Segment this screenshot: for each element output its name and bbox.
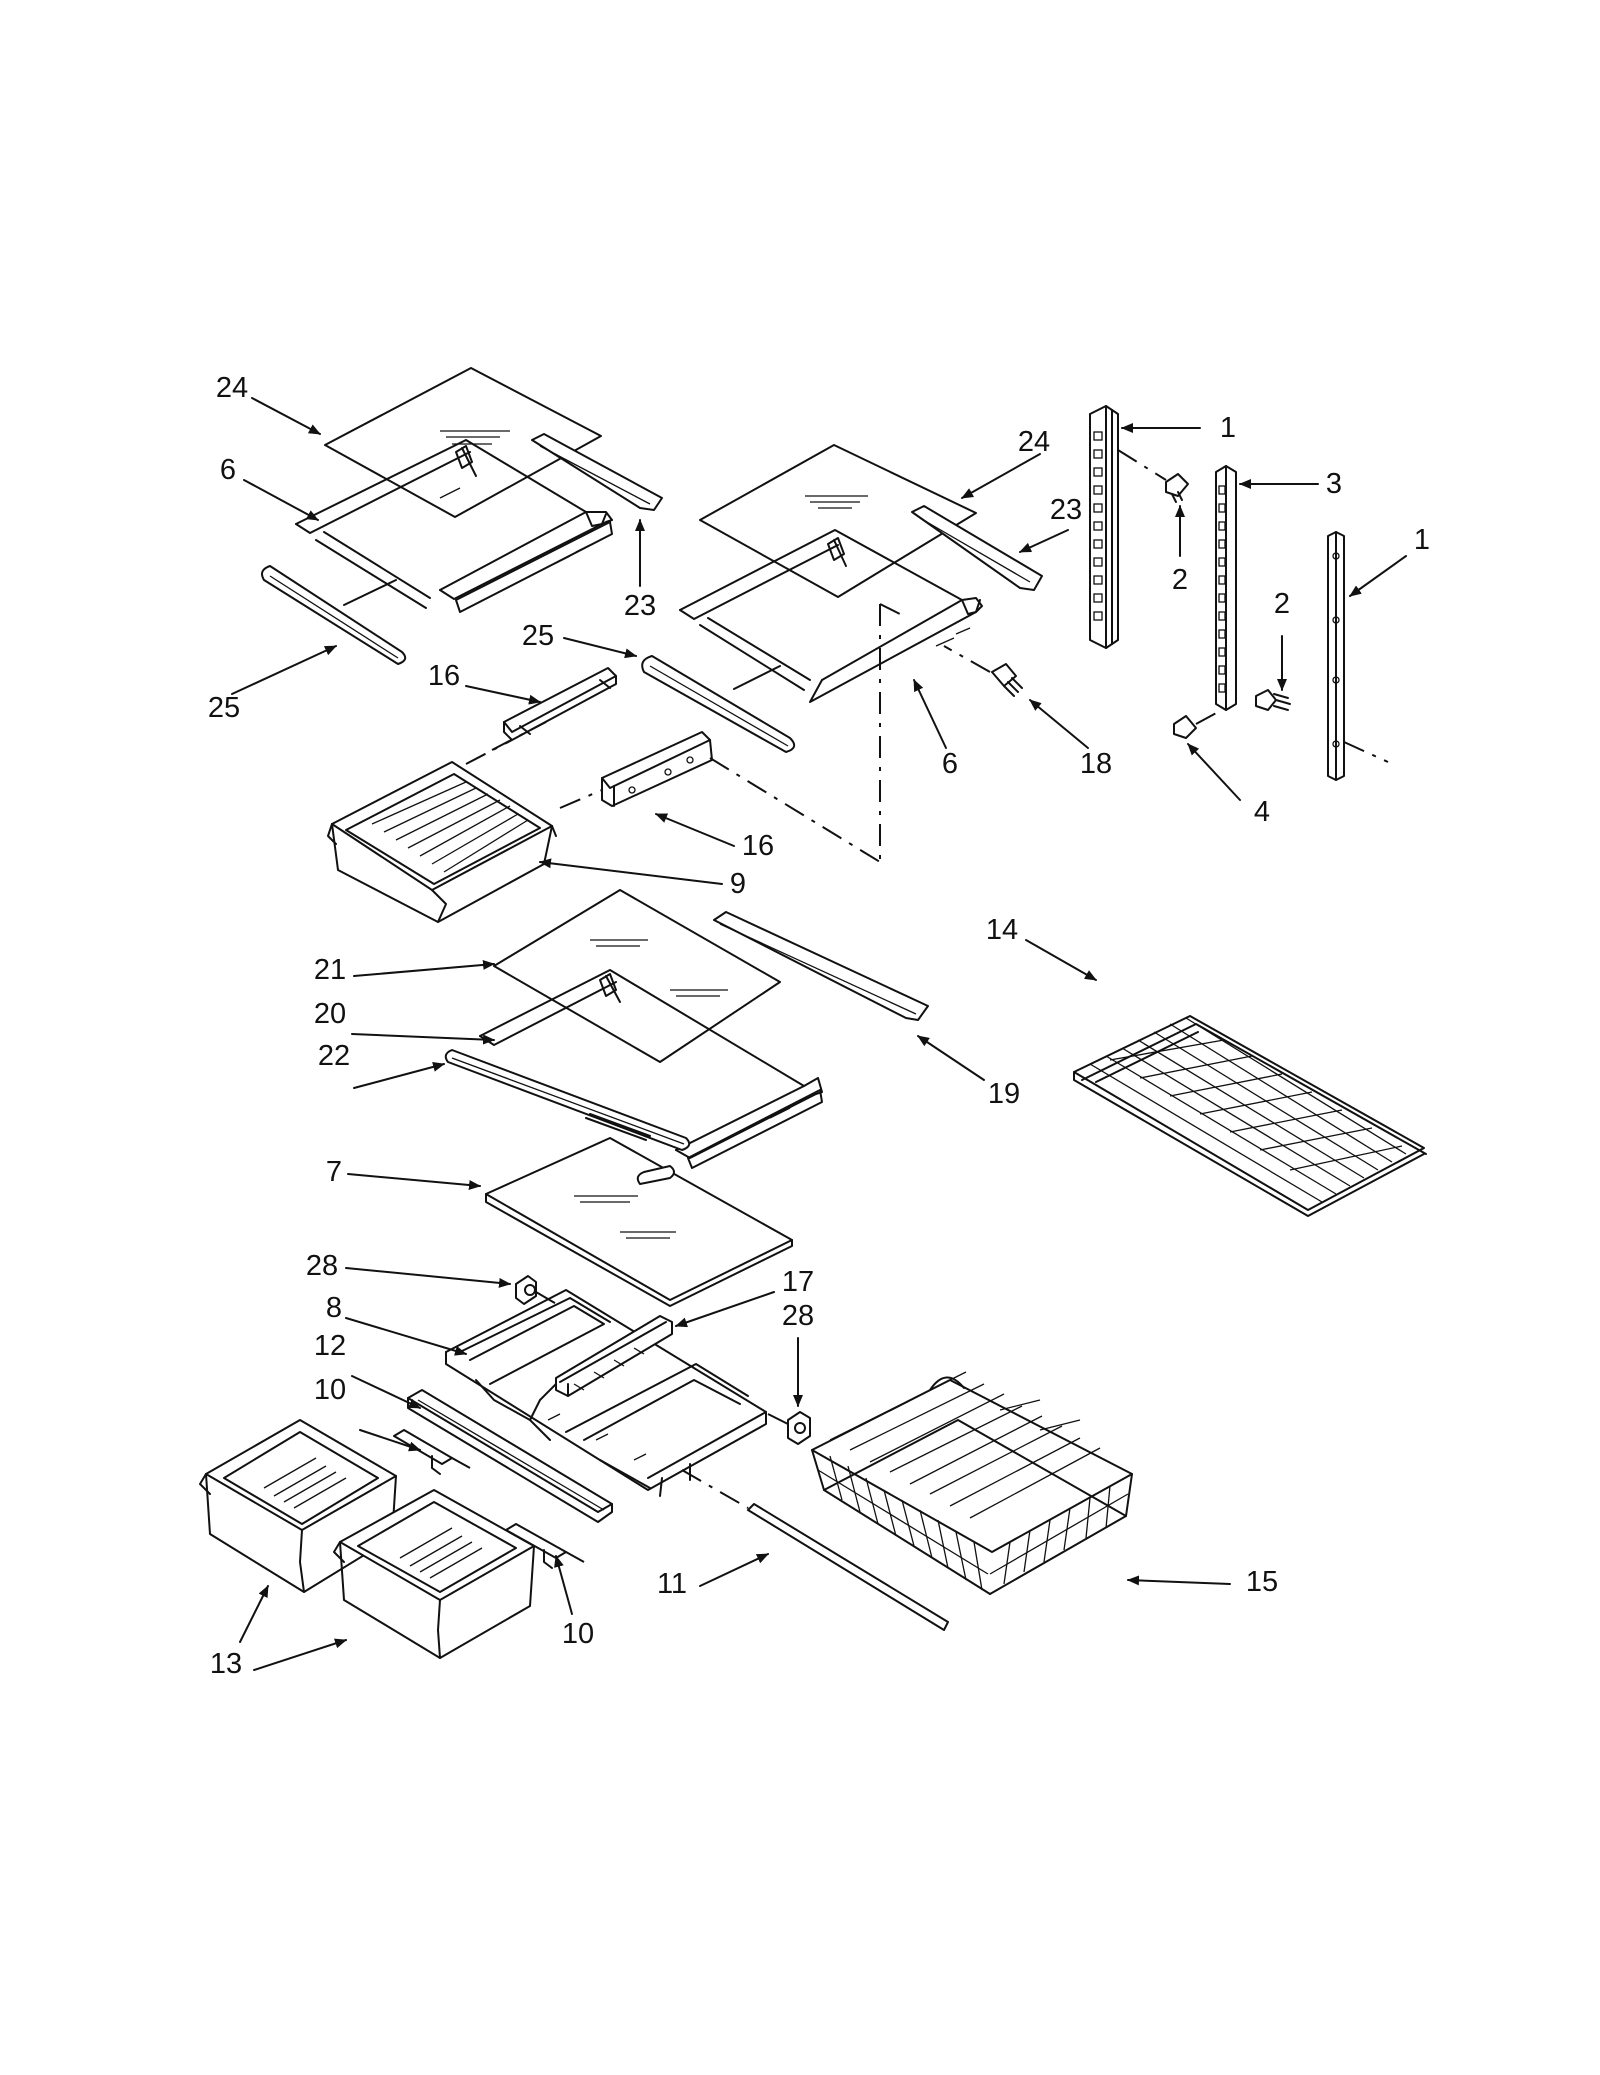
drawer-slide-right (601, 731, 713, 807)
callout-24-top-middle: 24 (1018, 426, 1050, 458)
crisper-drawer-left (199, 1419, 397, 1593)
callout-leaders (231, 397, 1407, 1671)
cover-support-roller-right (767, 1411, 811, 1445)
callout-25-top-middle: 25 (522, 620, 554, 652)
shelf-frame-middle (479, 969, 823, 1169)
callout-18: 18 (1080, 748, 1112, 780)
shelf-ladder-rail-left (1089, 405, 1119, 649)
rail-mount-screw (1173, 711, 1219, 739)
callout-19: 19 (988, 1078, 1020, 1110)
drawer-slide-left (503, 667, 617, 741)
callout-9: 9 (730, 868, 746, 900)
callout-28-left: 28 (306, 1250, 338, 1282)
callout-11: 11 (657, 1568, 687, 1600)
shelf-frame-top-middle (679, 529, 983, 703)
callout-25-top-left: 25 (208, 692, 240, 724)
callout-8: 8 (326, 1292, 342, 1324)
callout-labels: 24 6 25 23 24 23 25 16 6 18 16 9 1 3 2 2… (208, 372, 1430, 1680)
glass-shelf-panel-middle (493, 889, 781, 1063)
callout-24-top-left: 24 (216, 372, 248, 404)
crisper-slide-rail (555, 1315, 673, 1397)
callout-10-left: 10 (314, 1374, 346, 1406)
callout-1-bracket: 1 (1414, 524, 1430, 556)
crisper-drawer-right (333, 1489, 535, 1659)
callout-14: 14 (986, 914, 1018, 946)
callout-16-lower: 16 (742, 830, 774, 862)
crisper-drawer-upper (327, 761, 557, 923)
wire-shelf (1073, 1015, 1427, 1217)
drawer-guide-rod (681, 1469, 949, 1631)
callout-15: 15 (1246, 1566, 1278, 1598)
callout-10-right: 10 (562, 1618, 594, 1650)
frame-mount-screw (943, 645, 1023, 697)
callout-6-top-middle: 6 (942, 748, 958, 780)
callout-3: 3 (1326, 468, 1342, 500)
shelf-frame-top-left (295, 439, 613, 613)
callout-4: 4 (1254, 796, 1270, 828)
shelf-trim-rear-middle (713, 911, 929, 1021)
rail-screw-lower-right (1255, 689, 1291, 711)
shelf-trim-rear-top-left (531, 433, 663, 511)
crisper-frame-assembly (445, 1289, 767, 1497)
shelf-front-trim-top-middle (641, 655, 796, 753)
divider-bracket-left (393, 1429, 471, 1475)
callout-13: 13 (210, 1648, 242, 1680)
divider-bracket-right (505, 1523, 585, 1569)
callout-6-top-left: 6 (220, 454, 236, 486)
shelf-ladder-rail-right (1215, 465, 1237, 711)
callout-2-lower: 2 (1274, 588, 1290, 620)
callout-20: 20 (314, 998, 346, 1030)
callout-22: 22 (318, 1040, 350, 1072)
glass-shelf-panel-top-middle (699, 444, 977, 598)
cover-support-roller-left (515, 1275, 561, 1307)
crisper-cover-glass (485, 1137, 793, 1307)
rail-screw-upper (1117, 449, 1189, 503)
callout-2-upper: 2 (1172, 564, 1188, 596)
callout-23-top-left: 23 (624, 590, 656, 622)
shelf-support-bracket (1327, 531, 1389, 781)
callout-16-upper: 16 (428, 660, 460, 692)
shelf-front-trim-middle (444, 1049, 691, 1151)
wire-basket (811, 1371, 1133, 1595)
callout-23-top-middle: 23 (1050, 494, 1082, 526)
callout-28-right: 28 (782, 1300, 814, 1332)
callout-21: 21 (314, 954, 346, 986)
callout-17: 17 (782, 1266, 814, 1298)
shelf-trim-rear-top-middle (911, 505, 1043, 591)
callout-1-rail: 1 (1220, 412, 1236, 444)
assembly-guide-lines-upper (465, 603, 901, 864)
shelf-front-trim-top-left (261, 565, 407, 665)
callout-7: 7 (326, 1156, 342, 1188)
callout-12: 12 (314, 1330, 346, 1362)
